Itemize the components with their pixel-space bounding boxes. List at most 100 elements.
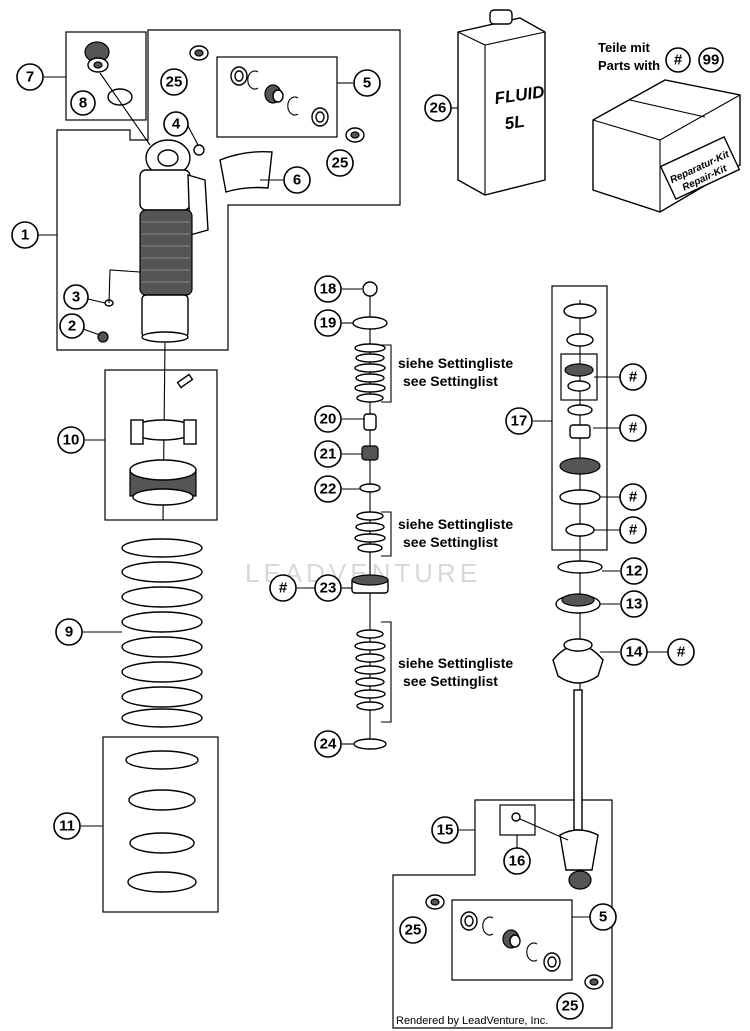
- callout-16: 16: [503, 847, 531, 875]
- svg-text:21: 21: [320, 446, 337, 463]
- svg-text:12: 12: [626, 563, 643, 580]
- callout-23: 23: [314, 574, 342, 602]
- svg-text:25: 25: [562, 998, 579, 1015]
- svg-text:10: 10: [63, 432, 80, 449]
- callout-2: 2: [59, 313, 85, 339]
- callout-17: 17: [505, 407, 533, 435]
- callout-25-top-right: 25: [326, 149, 354, 177]
- svg-text:26: 26: [430, 100, 447, 117]
- setting-note-middle-de: siehe Settingliste: [398, 516, 513, 532]
- settings-bracket-middle: [381, 511, 392, 557]
- fluid-can-label-line2: 5L: [503, 112, 525, 134]
- part-15-box: [392, 799, 613, 1029]
- svg-text:11: 11: [59, 818, 75, 835]
- part-10-adjuster: [129, 373, 197, 506]
- settings-bracket-upper: [381, 344, 392, 403]
- part-17-inner-box: [560, 353, 598, 401]
- lead-3: [108, 269, 141, 304]
- callout-5-bottom: 5: [589, 903, 617, 931]
- part-2-screw: [97, 331, 109, 343]
- callout-9: 9: [55, 618, 83, 646]
- lead-16: [519, 818, 569, 841]
- parts-note-de: Teile mit: [598, 40, 650, 55]
- part-25-bushing-top-2: [345, 127, 365, 143]
- parts-note-kit-number: 99: [703, 52, 720, 69]
- svg-text:25: 25: [166, 74, 183, 91]
- setting-note-lower-de: siehe Settingliste: [398, 655, 513, 671]
- svg-text:16: 16: [509, 853, 526, 870]
- settings-bracket-lower: [381, 621, 392, 723]
- callout-14: 14: [620, 638, 648, 666]
- part-5-seals-bottom: [460, 911, 561, 972]
- part-5-seal-box-bottom: [451, 899, 573, 981]
- svg-text:5: 5: [599, 909, 607, 926]
- callout-3: 3: [63, 284, 89, 310]
- svg-text:14: 14: [626, 644, 643, 661]
- part-7-8-box: [65, 31, 147, 121]
- svg-text:#: #: [677, 644, 686, 661]
- hash-marker-17-d: #: [619, 516, 647, 544]
- callout-25-top-left: 25: [160, 68, 188, 96]
- hash-marker-23: #: [269, 574, 297, 602]
- callout-4: 4: [163, 111, 189, 137]
- callout-19: 19: [314, 309, 342, 337]
- svg-text:1: 1: [21, 227, 29, 244]
- svg-text:8: 8: [79, 95, 87, 112]
- lead-7: [99, 72, 151, 146]
- svg-text:22: 22: [320, 481, 337, 498]
- parts-note-hash: #: [674, 52, 683, 69]
- parts-note-kit-circle: [698, 47, 724, 73]
- setting-note-upper-de: siehe Settingliste: [398, 355, 513, 371]
- shock-assembly-box: [56, 29, 401, 351]
- svg-text:6: 6: [293, 172, 301, 189]
- svg-text:5: 5: [363, 75, 371, 92]
- hash-marker-14: #: [667, 638, 695, 666]
- callout-7: 7: [16, 63, 44, 91]
- callout-21: 21: [314, 440, 342, 468]
- svg-text:24: 24: [320, 736, 337, 753]
- fluid-can-26: FLUID 5L: [457, 9, 546, 196]
- callout-6: 6: [283, 166, 311, 194]
- repair-kit-box: Reparatur-Kit Repair-Kit: [592, 79, 741, 213]
- callout-18: 18: [314, 275, 342, 303]
- setting-note-middle-en: see Settinglist: [403, 534, 498, 550]
- credit-text: Rendered by LeadVenture, Inc.: [396, 1015, 548, 1027]
- part-25-bushing-bottom-2: [584, 974, 604, 990]
- callout-12: 12: [620, 557, 648, 585]
- callout-22: 22: [314, 475, 342, 503]
- svg-text:#: #: [629, 489, 638, 506]
- part-4-nipple: [193, 144, 205, 156]
- part-11-box: [102, 736, 219, 913]
- parts-note-hash-circle: [665, 47, 691, 73]
- callout-5-top: 5: [353, 69, 381, 97]
- callout-24: 24: [314, 730, 342, 758]
- callout-11: 11: [53, 812, 81, 840]
- svg-text:25: 25: [332, 155, 349, 172]
- svg-text:23: 23: [320, 580, 337, 597]
- callout-13: 13: [620, 590, 648, 618]
- part-5-seals-top: [230, 66, 329, 127]
- part-9-spring: [121, 538, 203, 728]
- part-6-label: [219, 150, 273, 193]
- callout-25-bottom-right: 25: [556, 992, 584, 1020]
- svg-text:4: 4: [172, 116, 181, 133]
- callout-26: 26: [424, 94, 452, 122]
- shock-body: [139, 139, 209, 343]
- svg-text:#: #: [629, 522, 638, 539]
- part-10-box: [104, 369, 218, 521]
- part-7-bushing: [84, 41, 110, 73]
- hash-marker-17-a: #: [619, 363, 647, 391]
- parts-note-en: Parts with: [598, 58, 660, 73]
- part-25-bushing-bottom-1: [425, 894, 445, 910]
- center-piston-stack: [351, 281, 389, 750]
- svg-text:2: 2: [68, 318, 76, 335]
- callout-leaders: [38, 76, 668, 918]
- svg-text:3: 3: [72, 289, 80, 306]
- svg-text:17: 17: [511, 413, 528, 430]
- part-25-bushing-top-1: [189, 45, 209, 61]
- svg-text:7: 7: [26, 69, 34, 86]
- svg-text:18: 18: [320, 281, 337, 298]
- hash-marker-17-b: #: [619, 414, 647, 442]
- svg-text:25: 25: [405, 922, 422, 939]
